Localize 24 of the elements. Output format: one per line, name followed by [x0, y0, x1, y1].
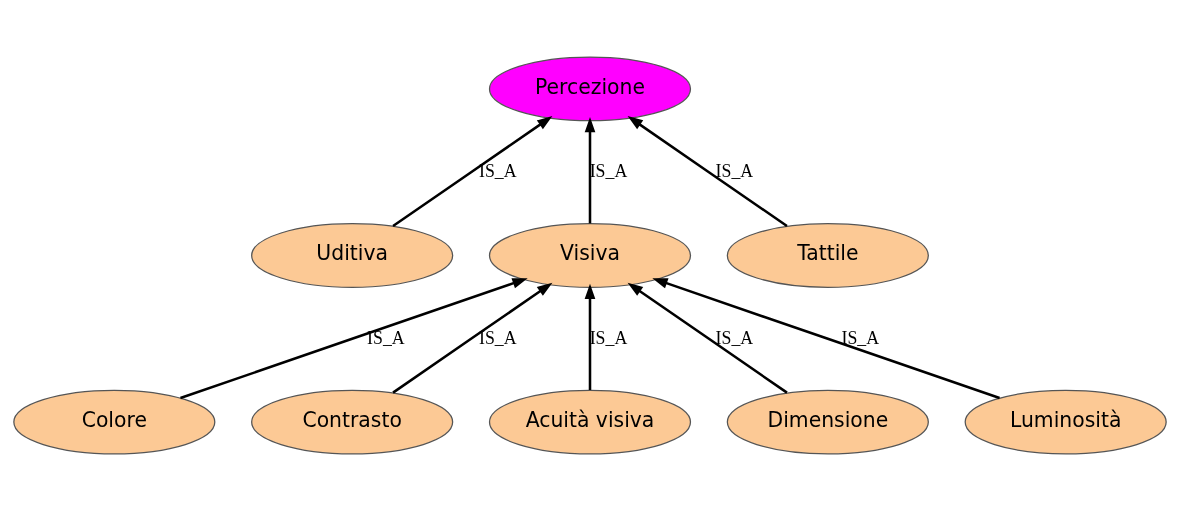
arrow	[392, 282, 553, 394]
node-ellipse: Percezione	[488, 56, 692, 122]
node-ellipse: Dimensione	[726, 389, 929, 455]
arrow	[584, 117, 596, 224]
edge-label: IS_A	[715, 327, 754, 348]
node-ellipse: Luminosità	[964, 389, 1167, 455]
arrow	[652, 278, 1000, 400]
edge-label: IS_A	[479, 327, 517, 348]
edge-label: IS_A	[589, 160, 628, 181]
edge-label: IS_A	[367, 327, 405, 348]
arrow	[627, 116, 788, 228]
arrow	[392, 116, 553, 228]
node-ellipse: Acuità visiva	[488, 389, 692, 455]
arrow	[180, 278, 528, 400]
arrow	[584, 283, 596, 390]
edge-label: IS_A	[479, 160, 517, 181]
arrow	[627, 282, 788, 394]
node-ellipse: Contrasto	[251, 389, 454, 455]
node-ellipse: Tattile	[726, 223, 929, 288]
edge-label: IS_A	[715, 160, 754, 181]
edge-label: IS_A	[589, 327, 628, 348]
node-ellipse: Uditiva	[251, 223, 454, 288]
edge-label: IS_A	[841, 327, 880, 348]
node-ellipse: Colore	[13, 389, 216, 455]
